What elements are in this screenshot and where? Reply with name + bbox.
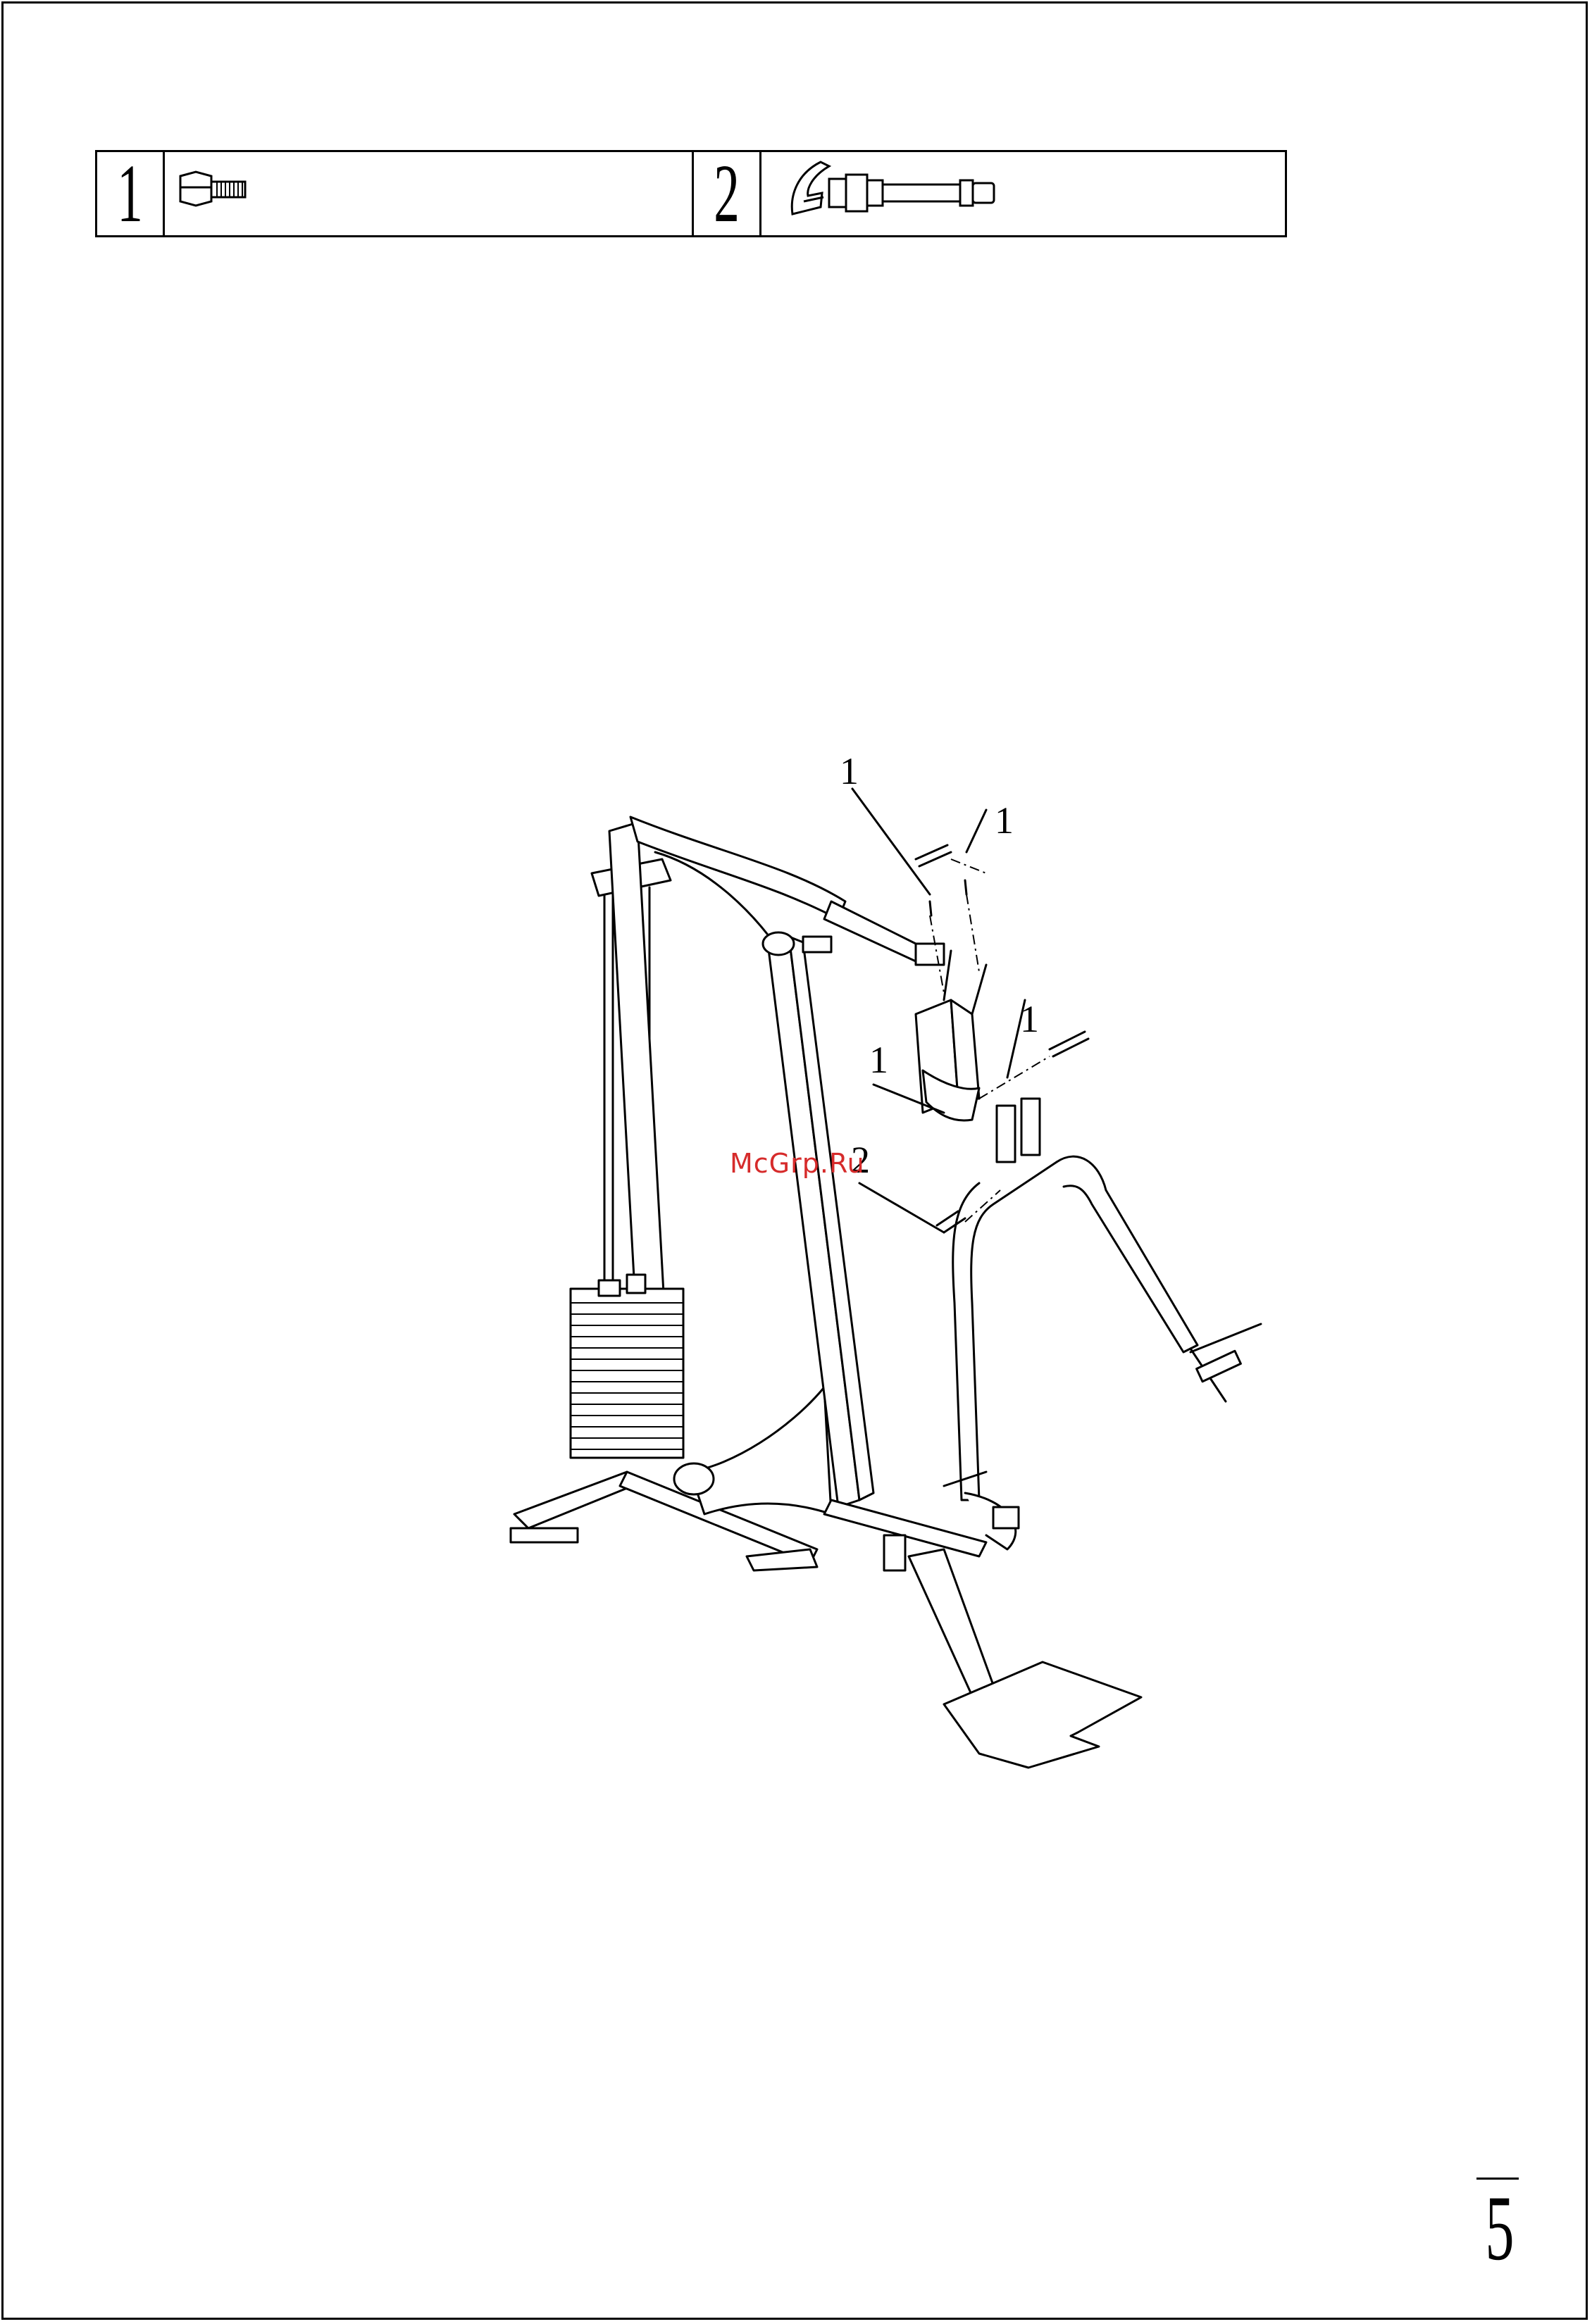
- page-number: 5: [1476, 2182, 1519, 2275]
- part-image-cell: [761, 152, 1285, 235]
- callout-label: 1: [995, 801, 1014, 839]
- page-number-block: 5: [1476, 2178, 1519, 2273]
- gym-frame-illustration: [493, 768, 1282, 1796]
- callout-label: 1: [1020, 1000, 1039, 1038]
- part-number: 2: [714, 152, 740, 235]
- pop-pin-icon: [761, 152, 1283, 235]
- part-number: 1: [117, 152, 143, 235]
- callout-label: 1: [840, 752, 859, 790]
- assembly-drawing: 1 1 1 1 2: [493, 768, 1282, 1796]
- part-image-cell: [165, 152, 694, 235]
- callout-label: 1: [869, 1041, 888, 1079]
- parts-table: 1 2: [95, 150, 1287, 237]
- watermark: McGrp.Ru: [730, 1148, 865, 1179]
- page-number-text: 5: [1486, 2182, 1515, 2275]
- part-number-cell: 2: [694, 152, 761, 235]
- part-number-cell: 1: [97, 152, 165, 235]
- bolt-icon: [165, 152, 692, 235]
